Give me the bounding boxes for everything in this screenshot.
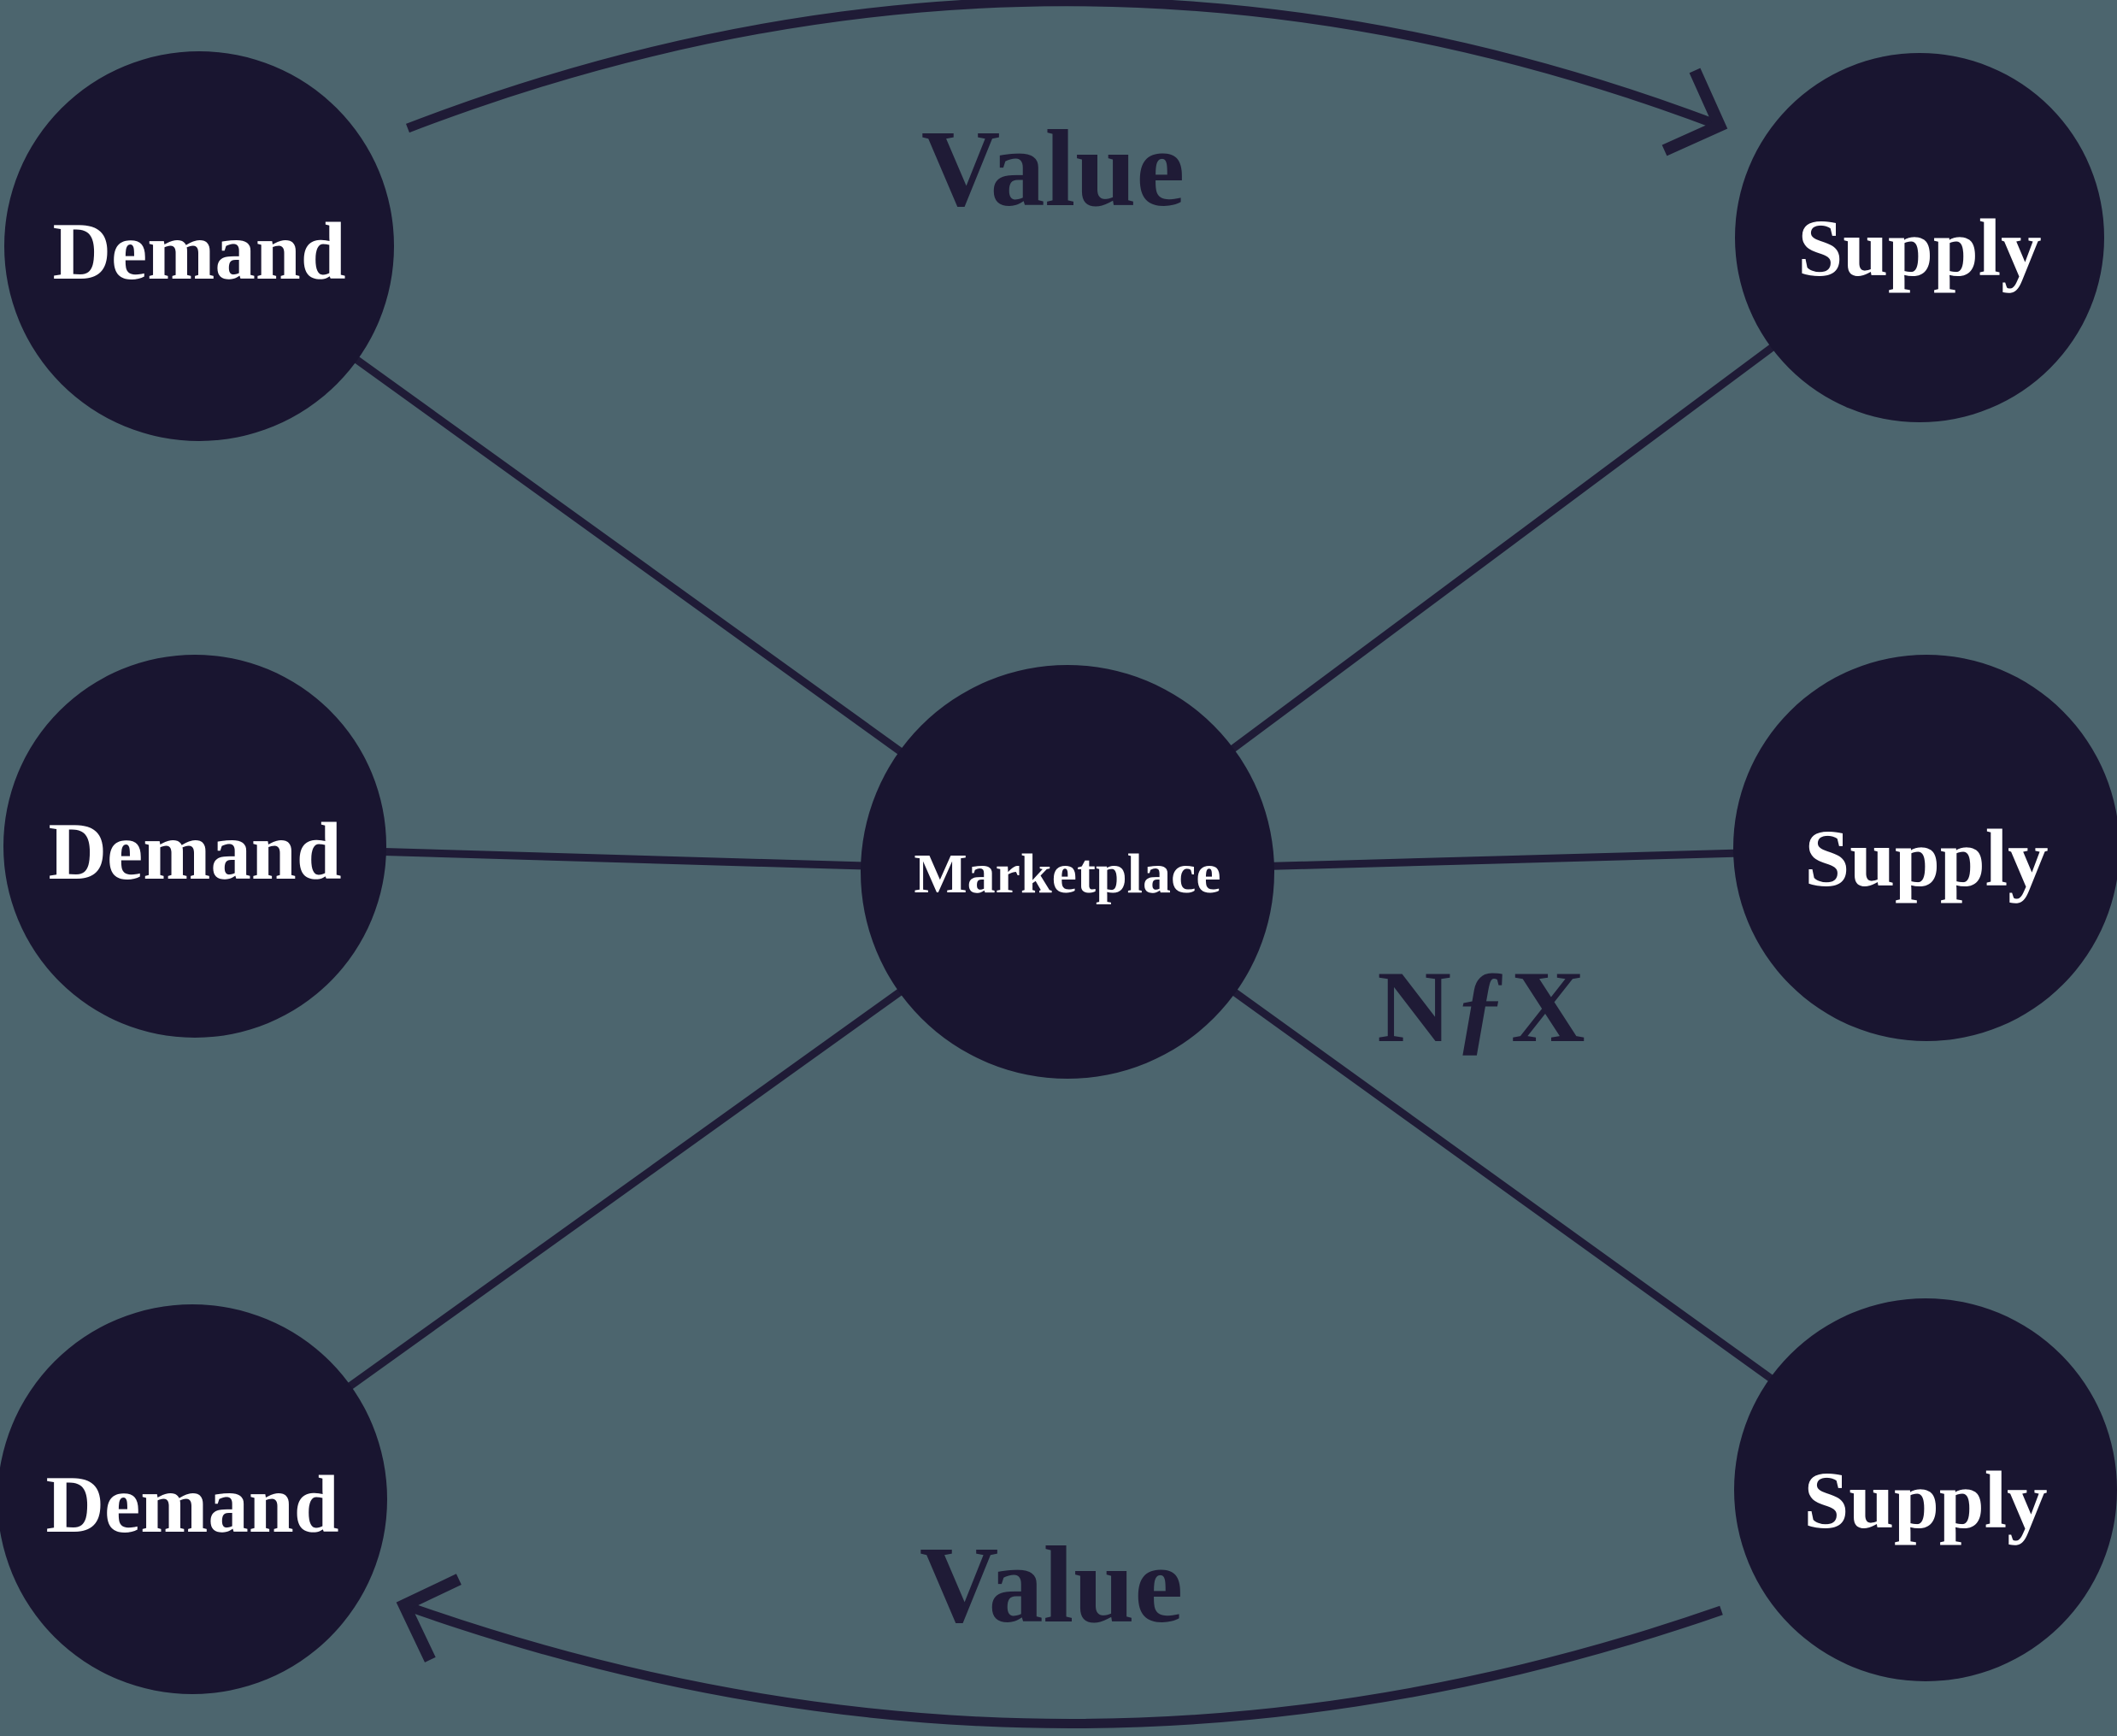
demand-middle-label: Demand (48, 806, 341, 897)
value-bottom-label: Value (920, 1524, 1183, 1645)
supply-bottom-node (1734, 1298, 2117, 1681)
nfx-logo-n: N (1377, 950, 1451, 1063)
demand-middle-node (3, 655, 386, 1038)
marketplace-label: Marketplace (914, 843, 1220, 905)
supply-bottom-label: Supply (1803, 1455, 2047, 1545)
supply-top-label: Supply (1797, 203, 2041, 293)
nfx-logo-florin-icon: ƒ (1455, 950, 1506, 1063)
supply-middle-node (1733, 655, 2117, 1041)
value-flow-arc-demand-to-supply (406, 0, 1728, 156)
nfx-logo-x: X (1511, 950, 1585, 1063)
value-top-label: Value (921, 108, 1185, 229)
marketplace-node (861, 665, 1274, 1079)
demand-bottom-label: Demand (45, 1459, 338, 1550)
demand-bottom-node (0, 1304, 387, 1694)
nfx-logo: NƒX (1377, 950, 1585, 1063)
supply-middle-label: Supply (1804, 813, 2048, 903)
demand-top-label: Demand (52, 206, 345, 297)
value-flow-arc-supply-to-demand (396, 1574, 1723, 1728)
supply-top-node (1735, 53, 2104, 422)
demand-top-node (4, 51, 394, 441)
